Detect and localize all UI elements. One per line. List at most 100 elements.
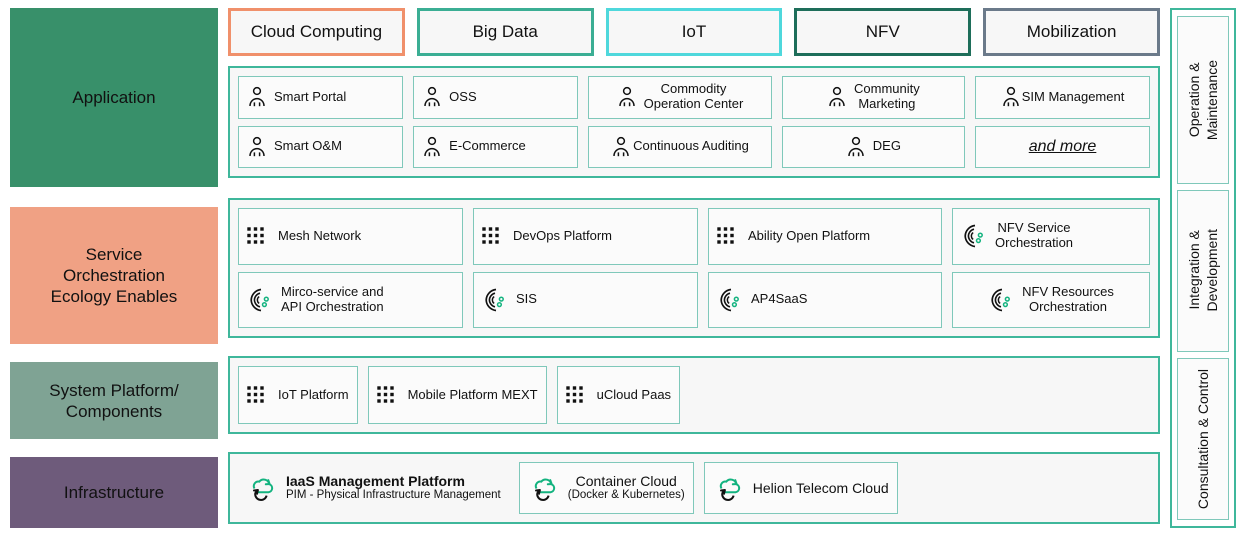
service-item-label: Ability Open Platform	[748, 227, 871, 243]
sidebar-container: Operation & Maintenance Integration & De…	[1170, 8, 1236, 528]
app-item-label: Commodity Operation Center	[643, 81, 744, 112]
system-item-iot-platform[interactable]: IoT Platform	[238, 366, 358, 424]
service-item-ap4saas[interactable]: AP4SaaS	[708, 271, 942, 328]
person-icon	[247, 86, 267, 108]
person-icon	[247, 136, 267, 158]
cloud-refresh-icon	[528, 475, 558, 502]
app-item-smart-om[interactable]: Smart O&M	[238, 125, 404, 168]
layer-application: Application	[10, 8, 218, 187]
app-item-label: Community Marketing	[854, 81, 920, 112]
application-row-1: Smart Portal OSS Commodity Operation Cen…	[238, 76, 1151, 119]
layer-system-label: System Platform/ Components	[49, 380, 179, 421]
person-icon	[1001, 86, 1021, 108]
sidebar-item-consultation-control[interactable]: Consultation & Control	[1177, 357, 1229, 520]
category-nfv[interactable]: NFV	[794, 8, 972, 56]
application-row-2: Smart O&M E-Commerce Continuous Auditing	[238, 125, 1151, 168]
dot-grid-icon	[482, 227, 501, 246]
system-row: IoT Platform Mobile Platform MEXT uCloud…	[238, 366, 1150, 424]
service-item-mesh-network[interactable]: Mesh Network	[238, 208, 463, 265]
app-item-continuous-auditing[interactable]: Continuous Auditing	[588, 125, 772, 168]
orchestration-icon	[988, 287, 1014, 313]
sidebar-item-label: Integration & Development	[1185, 229, 1220, 312]
service-item-label: AP4SaaS	[751, 291, 808, 307]
infra-item-label: Container Cloud	[575, 473, 677, 490]
layer-infrastructure: Infrastructure	[10, 457, 218, 529]
service-item-label: SIS	[516, 291, 537, 307]
service-item-label: DevOps Platform	[513, 227, 612, 243]
infra-item-label: IaaS Management Platform	[286, 473, 465, 490]
layer-label-column: Application Service Orchestration Ecolog…	[0, 0, 218, 534]
service-item-sis[interactable]: SIS	[473, 271, 698, 328]
app-item-oss[interactable]: OSS	[413, 76, 579, 119]
cloud-refresh-icon	[713, 475, 743, 502]
app-item-label: E-Commerce	[449, 138, 526, 154]
infra-item-text: IaaS Management Platform PIM - Physical …	[286, 473, 501, 502]
service-orchestration-group: Mesh Network DevOps Platform Ability Ope…	[228, 198, 1160, 338]
layer-system-platform: System Platform/ Components	[10, 362, 218, 440]
dot-grid-icon	[565, 385, 585, 405]
person-icon	[827, 86, 847, 108]
app-item-e-commerce[interactable]: E-Commerce	[413, 125, 579, 168]
sidebar-item-integration-development[interactable]: Integration & Development	[1177, 189, 1229, 352]
infra-item-text: Container Cloud (Docker & Kubernetes)	[568, 473, 685, 502]
dot-grid-icon	[247, 227, 266, 246]
system-item-ucloud-paas[interactable]: uCloud Paas	[556, 366, 681, 424]
layer-service-label: Service Orchestration Ecology Enables	[50, 244, 178, 307]
system-item-label: uCloud Paas	[596, 386, 672, 402]
category-label: Mobilization	[1026, 22, 1117, 41]
service-item-ability-open-platform[interactable]: Ability Open Platform	[708, 208, 942, 265]
app-item-smart-portal[interactable]: Smart Portal	[238, 76, 404, 119]
category-label: Cloud Computing	[250, 22, 383, 41]
infra-item-sublabel: PIM - Physical Infrastructure Management	[286, 489, 501, 502]
sidebar-item-label: Operation & Maintenance	[1185, 59, 1220, 140]
orchestration-icon	[961, 223, 987, 249]
category-label: NFV	[865, 22, 900, 41]
service-item-devops-platform[interactable]: DevOps Platform	[473, 208, 698, 265]
system-item-label: IoT Platform	[278, 386, 349, 402]
dot-grid-icon	[717, 227, 736, 246]
app-item-commodity-operation-center[interactable]: Commodity Operation Center	[588, 76, 772, 119]
service-item-label: Mirco-service and API Orchestration	[281, 283, 384, 314]
person-icon	[422, 86, 442, 108]
service-item-nfv-service-orchestration[interactable]: NFV Service Orchestration	[952, 208, 1150, 265]
app-item-community-marketing[interactable]: Community Marketing	[781, 76, 966, 119]
app-item-label: Smart Portal	[274, 88, 347, 104]
service-row-2: Mirco-service and API Orchestration SIS …	[238, 271, 1150, 328]
category-label: IoT	[681, 22, 707, 41]
orchestration-icon	[717, 287, 743, 313]
service-item-label: NFV Resources Orchestration	[1022, 283, 1114, 314]
system-item-label: Mobile Platform MEXT	[407, 386, 538, 402]
infra-item-sublabel: (Docker & Kubernetes)	[567, 489, 685, 502]
app-item-sim-management[interactable]: SIM Management	[975, 76, 1151, 119]
layer-service-orchestration: Service Orchestration Ecology Enables	[10, 206, 218, 345]
dot-grid-icon	[247, 385, 266, 405]
app-item-label: SIM Management	[1021, 88, 1125, 104]
system-platform-group: IoT Platform Mobile Platform MEXT uCloud…	[228, 356, 1160, 434]
app-item-label: Smart O&M	[274, 138, 342, 154]
category-label: Big Data	[472, 22, 538, 41]
system-item-mobile-platform-mext[interactable]: Mobile Platform MEXT	[367, 366, 547, 424]
service-item-nfv-resources-orchestration[interactable]: NFV Resources Orchestration	[952, 271, 1150, 328]
service-item-micro-service-api-orchestration[interactable]: Mirco-service and API Orchestration	[238, 271, 463, 328]
sidebar-item-operation-maintenance[interactable]: Operation & Maintenance	[1177, 16, 1229, 184]
app-item-and-more[interactable]: and more	[975, 125, 1151, 168]
person-icon	[422, 136, 442, 158]
category-mobilization[interactable]: Mobilization	[983, 8, 1160, 56]
sidebar-column: Operation & Maintenance Integration & De…	[1166, 0, 1246, 534]
category-big-data[interactable]: Big Data	[416, 8, 594, 56]
cloud-refresh-icon	[246, 475, 276, 502]
app-item-deg[interactable]: DEG	[781, 125, 966, 168]
infra-item-iaas-management-platform[interactable]: IaaS Management Platform PIM - Physical …	[238, 462, 509, 514]
infra-item-helion-telecom-cloud[interactable]: Helion Telecom Cloud	[703, 462, 898, 514]
category-cloud-computing[interactable]: Cloud Computing	[228, 8, 405, 56]
person-icon	[611, 136, 631, 158]
app-item-label: Continuous Auditing	[633, 138, 749, 154]
infra-item-container-cloud[interactable]: Container Cloud (Docker & Kubernetes)	[518, 462, 694, 514]
orchestration-icon	[482, 287, 508, 313]
layer-infrastructure-label: Infrastructure	[63, 482, 165, 502]
category-row: Cloud Computing Big Data IoT NFV Mobiliz…	[228, 8, 1160, 56]
person-icon	[846, 136, 866, 158]
category-iot[interactable]: IoT	[605, 8, 783, 56]
main-content-column: Cloud Computing Big Data IoT NFV Mobiliz…	[218, 0, 1166, 534]
